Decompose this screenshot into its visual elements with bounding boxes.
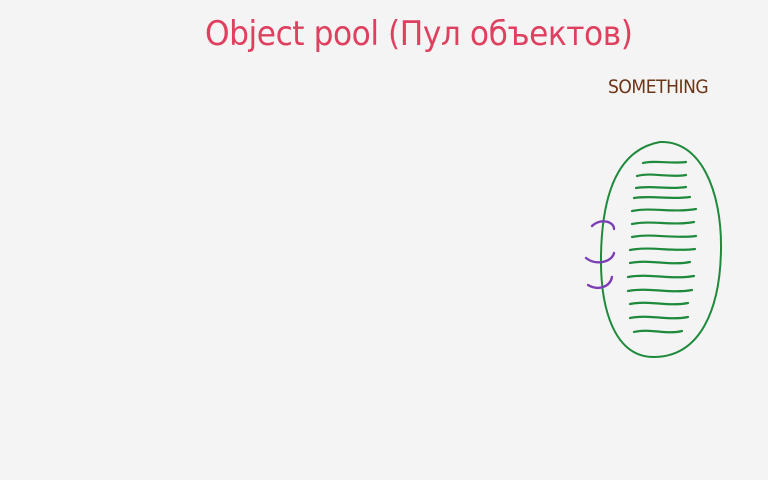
pooled-object [632,195,692,200]
pooled-object [635,173,688,178]
pooled-object [634,185,688,190]
pooled-object [628,260,692,265]
curved-arrow [584,251,616,264]
pooled-object [630,220,696,226]
pooled-object [628,315,690,320]
pooled-object [630,234,698,239]
pooled-objects [626,160,698,334]
pooled-object [626,288,694,293]
pool-outline [599,140,723,359]
curved-arrow [586,275,614,289]
transfer-arrows [584,220,616,289]
pooled-object [641,160,688,165]
pooled-object [626,274,696,279]
pooled-object [628,247,697,252]
pooled-object [630,207,698,213]
pooled-object [632,329,684,334]
pooled-object [628,301,690,306]
curved-arrow [590,220,616,231]
pool-container-label: SOMETHING [608,76,709,98]
